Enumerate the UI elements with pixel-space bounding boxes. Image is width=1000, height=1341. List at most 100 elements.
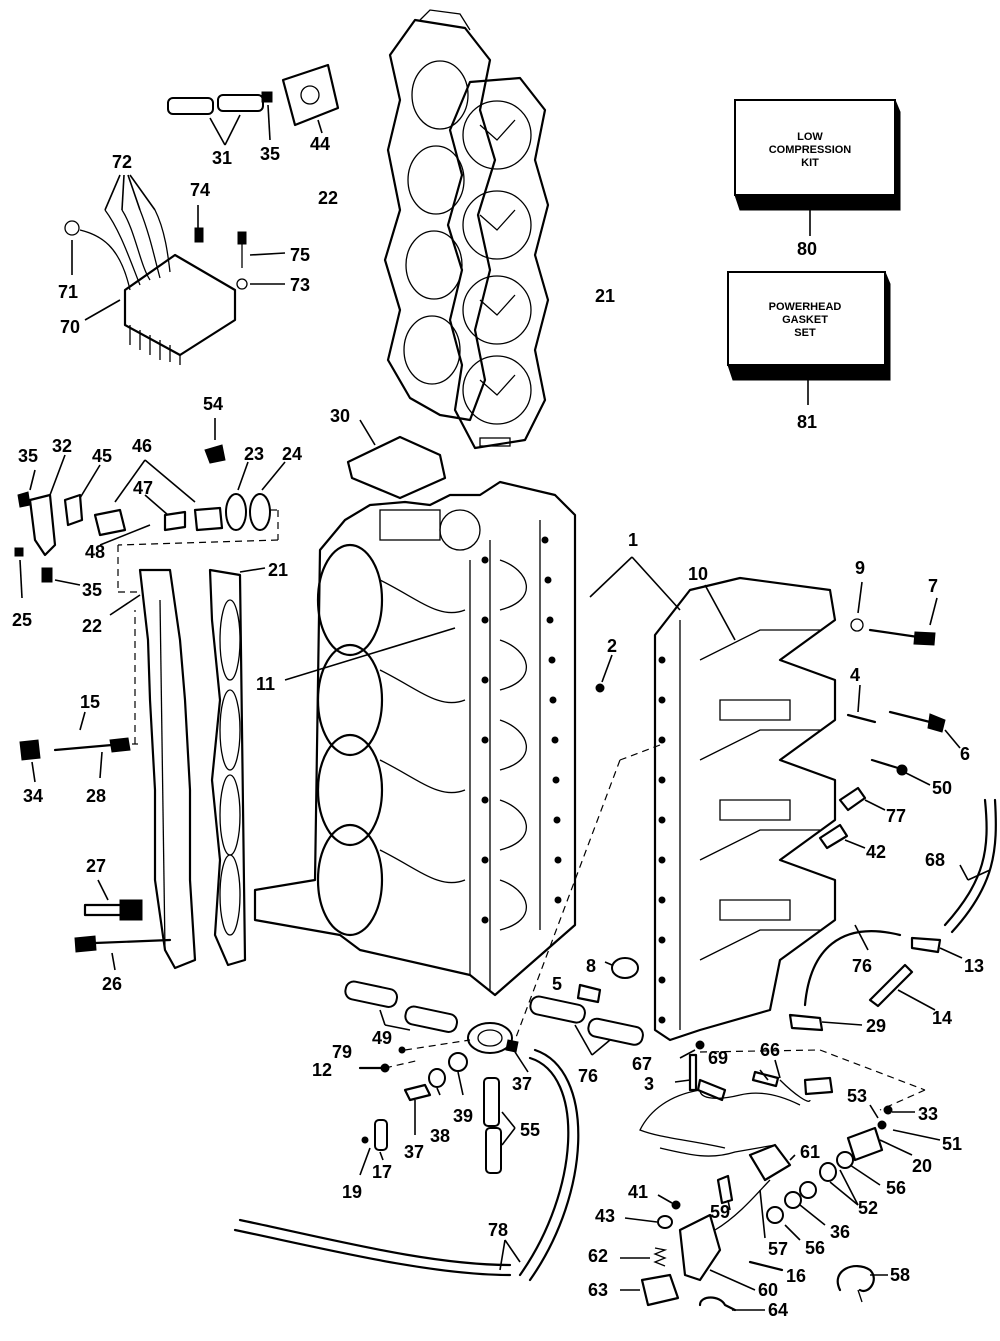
callout-32: 32 <box>52 436 72 456</box>
bolt-7 <box>850 581 938 646</box>
callout-54: 54 <box>203 394 223 414</box>
screw-50 <box>870 758 931 786</box>
powerhead-gasket-set-box: POWERHEAD GASKET SET <box>727 271 891 405</box>
upper-left-assembly <box>14 418 286 599</box>
callout-56-right: 56 <box>886 1178 906 1198</box>
callout-72: 72 <box>112 152 132 172</box>
tee-13 <box>910 936 963 959</box>
callout-39: 39 <box>453 1106 473 1126</box>
callout-19: 19 <box>342 1182 362 1202</box>
callout-55: 55 <box>520 1120 540 1140</box>
hose-14 <box>868 963 936 1011</box>
callout-80: 80 <box>797 239 817 259</box>
callout-21-top: 21 <box>595 286 615 306</box>
callout-28: 28 <box>86 786 106 806</box>
callout-30: 30 <box>330 406 350 426</box>
cylinder-head <box>383 9 497 422</box>
fitting-35-top <box>261 91 273 141</box>
callout-2: 2 <box>607 636 617 656</box>
callout-22-left: 22 <box>82 616 102 636</box>
kit-81-line-3: SET <box>794 327 816 339</box>
callout-21-left: 21 <box>268 560 288 580</box>
callout-71: 71 <box>58 282 78 302</box>
callout-78: 78 <box>488 1220 508 1240</box>
callout-47: 47 <box>133 478 153 498</box>
fitting-42 <box>818 823 866 850</box>
callout-70: 70 <box>60 317 80 337</box>
callout-29: 29 <box>866 1016 886 1036</box>
callout-48: 48 <box>85 542 105 562</box>
cover-44 <box>281 63 340 134</box>
callout-67: 67 <box>632 1054 652 1074</box>
sleeves-49 <box>344 980 459 1033</box>
low-compression-kit-box: LOW COMPRESSION KIT <box>734 99 901 236</box>
callout-33: 33 <box>918 1104 938 1124</box>
gasket-30 <box>346 419 447 500</box>
callout-35-mid: 35 <box>82 580 102 600</box>
callout-15: 15 <box>80 692 100 712</box>
callout-26: 26 <box>102 974 122 994</box>
callout-56-bottom: 56 <box>805 1238 825 1258</box>
head-gasket-upper <box>446 76 550 450</box>
fitting-5 <box>576 983 602 1004</box>
callout-81: 81 <box>797 412 817 432</box>
spark-plug-27 <box>83 879 143 921</box>
washers-52-56 <box>766 1151 881 1241</box>
plug-34 <box>19 739 41 783</box>
bolt-6 <box>888 710 961 749</box>
callout-62: 62 <box>588 1246 608 1266</box>
callout-57: 57 <box>768 1239 788 1259</box>
callout-23: 23 <box>244 444 264 464</box>
callout-66: 66 <box>760 1040 780 1060</box>
callout-24: 24 <box>282 444 302 464</box>
small-bottom-parts <box>358 1039 471 1176</box>
hose-76-right <box>803 924 902 1007</box>
bracket-61-60 <box>678 1143 796 1291</box>
callout-51: 51 <box>942 1134 962 1154</box>
kit-80-line-1: LOW <box>797 131 823 143</box>
fitting-77 <box>838 786 886 812</box>
callout-1: 1 <box>628 530 638 550</box>
clamp-64 <box>698 1296 765 1312</box>
exhaust-cover-22 <box>109 568 197 970</box>
callout-22-top: 22 <box>318 188 338 208</box>
cylinder-block <box>253 480 577 997</box>
pin-16 <box>748 1260 784 1272</box>
callout-41: 41 <box>628 1182 648 1202</box>
pin-4 <box>846 684 877 724</box>
callout-25: 25 <box>12 610 32 630</box>
callout-27: 27 <box>86 856 106 876</box>
sleeves-55 <box>483 1077 516 1174</box>
callout-45: 45 <box>92 446 112 466</box>
kit-81-line-2: GASKET <box>782 314 828 326</box>
kit-81-line-1: POWERHEAD <box>769 301 842 313</box>
fasteners-41-43 <box>624 1194 681 1229</box>
callout-53: 53 <box>847 1086 867 1106</box>
callout-13: 13 <box>964 956 984 976</box>
callout-17: 17 <box>372 1162 392 1182</box>
callout-74: 74 <box>190 180 210 200</box>
callout-20: 20 <box>912 1156 932 1176</box>
callout-14: 14 <box>932 1008 952 1028</box>
callout-35-left: 35 <box>18 446 38 466</box>
callout-35-top: 35 <box>260 144 280 164</box>
stud-3 <box>674 1040 705 1092</box>
callout-63: 63 <box>588 1280 608 1300</box>
callout-52: 52 <box>858 1198 878 1218</box>
crankcase <box>514 556 837 1042</box>
callout-6: 6 <box>960 744 970 764</box>
tee-29 <box>788 1013 863 1032</box>
callout-64: 64 <box>768 1300 788 1320</box>
callout-61: 61 <box>800 1142 820 1162</box>
callout-69: 69 <box>708 1048 728 1068</box>
plug-2 <box>595 654 613 693</box>
callout-77: 77 <box>886 806 906 826</box>
callout-60: 60 <box>758 1280 778 1300</box>
callout-44: 44 <box>310 134 330 154</box>
callout-73: 73 <box>290 275 310 295</box>
switch-63 <box>620 1273 680 1307</box>
callout-numbers: 72 74 31 35 44 22 75 73 71 70 21 80 81 5… <box>12 134 984 1320</box>
callout-79: 79 <box>332 1042 352 1062</box>
callout-75: 75 <box>290 245 310 265</box>
